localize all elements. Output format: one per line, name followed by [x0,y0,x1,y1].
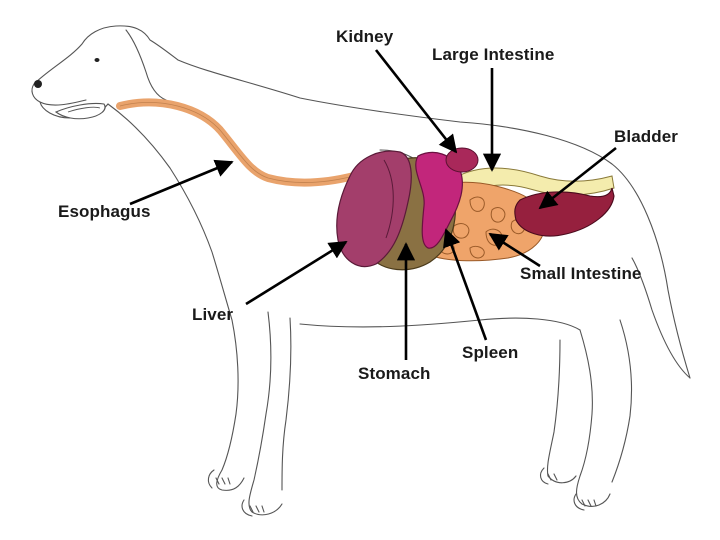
bladder-label: Bladder [614,127,678,147]
tongue-icon [56,103,105,118]
esophagus-label: Esophagus [58,202,151,222]
small-intestine-label: Small Intestine [520,264,641,284]
nose-icon [34,80,42,88]
spleen-label: Spleen [462,343,518,363]
esophagus-organ [120,102,354,182]
large-intestine-label: Large Intestine [432,45,554,65]
liver-arrow [246,242,346,304]
liver-label: Liver [192,305,233,325]
esophagus-arrow [130,162,232,204]
bladder-organ [515,188,614,236]
kidney-arrow [376,50,456,152]
eye-icon [95,58,100,62]
stomach-label: Stomach [358,364,431,384]
kidney-label: Kidney [336,27,393,47]
kidney-organ [446,148,478,172]
